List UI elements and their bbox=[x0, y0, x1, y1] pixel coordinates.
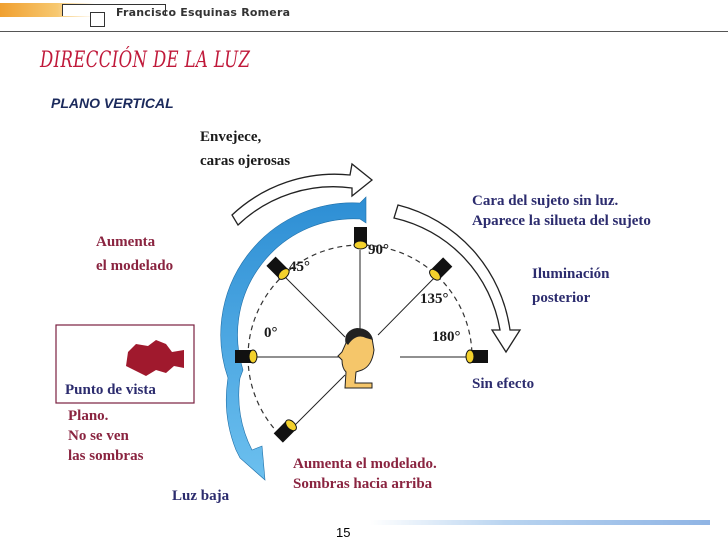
header-divider bbox=[0, 31, 728, 32]
spoke-45 bbox=[280, 272, 345, 337]
angle-135-label: 135° bbox=[420, 291, 449, 307]
label-plano-3: las sombras bbox=[68, 448, 144, 464]
lighting-direction-diagram: 0° 45° 90° 135° 180° Envejece, caras oje… bbox=[0, 115, 728, 515]
subject-head-icon bbox=[338, 328, 374, 388]
label-aumenta-modelado-1: Aumenta el modelado. bbox=[293, 456, 437, 472]
label-plano-2: No se ven bbox=[68, 428, 129, 444]
slide-header: Francisco Esquinas Romera bbox=[0, 0, 728, 32]
light-low-icon bbox=[274, 418, 299, 443]
label-envejece-1: Envejece, bbox=[200, 129, 261, 145]
label-cara-2: Aparece la silueta del sujeto bbox=[472, 213, 651, 229]
light-0-icon bbox=[235, 350, 257, 363]
slide-subtitle: PLANO VERTICAL bbox=[51, 95, 174, 111]
label-sin-efecto: Sin efecto bbox=[472, 376, 534, 392]
slide-title: DIRECCIÓN DE LA LUZ bbox=[40, 48, 250, 73]
angle-180-label: 180° bbox=[432, 329, 461, 345]
label-plano-1: Plano. bbox=[68, 408, 109, 424]
light-45-icon bbox=[266, 257, 291, 282]
angle-90-label: 90° bbox=[368, 242, 389, 258]
blue-arc-arrow-left bbox=[221, 197, 366, 480]
page-number: 15 bbox=[336, 525, 350, 540]
label-luz-baja: Luz baja bbox=[172, 488, 230, 504]
label-iluminacion-1: Iluminación bbox=[532, 266, 610, 282]
light-90-icon bbox=[354, 227, 367, 249]
angle-45-label: 45° bbox=[289, 259, 310, 275]
label-iluminacion-2: posterior bbox=[532, 290, 591, 306]
spoke-low bbox=[290, 375, 345, 430]
label-aumenta-1: Aumenta bbox=[96, 234, 156, 250]
label-aumenta-modelado-2: Sombras hacia arriba bbox=[293, 476, 433, 492]
label-punto-de-vista: Punto de vista bbox=[65, 382, 156, 398]
light-135-icon bbox=[428, 257, 453, 282]
author-name: Francisco Esquinas Romera bbox=[116, 6, 290, 19]
label-aumenta-2: el modelado bbox=[96, 258, 173, 274]
light-180-icon bbox=[466, 350, 488, 363]
header-checkbox-icon bbox=[90, 12, 105, 27]
dashed-arc-lower bbox=[248, 357, 282, 437]
label-cara-1: Cara del sujeto sin luz. bbox=[472, 193, 619, 209]
footer-accent-line bbox=[370, 520, 710, 525]
label-envejece-2: caras ojerosas bbox=[200, 153, 290, 169]
angle-0-label: 0° bbox=[264, 325, 278, 341]
